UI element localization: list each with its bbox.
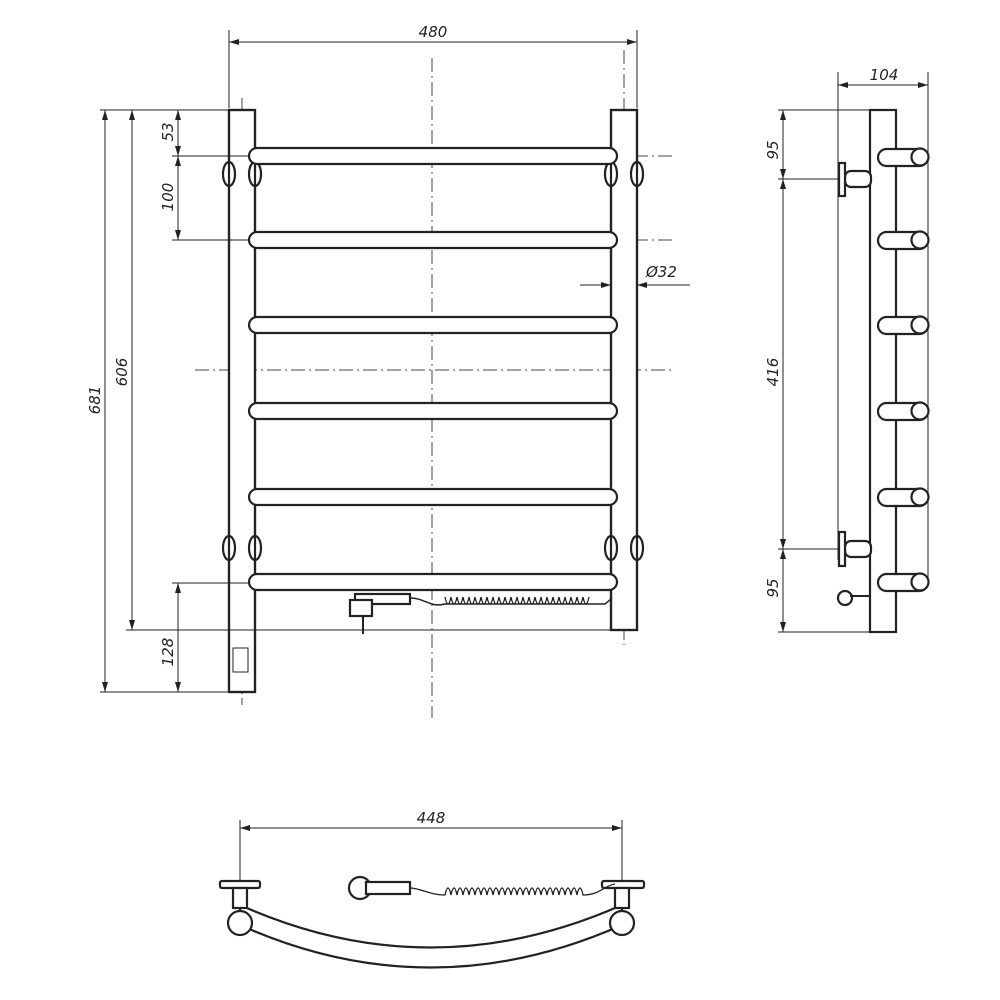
dim-height-606: 606 <box>113 358 131 387</box>
dim-width-448: 448 <box>417 809 446 827</box>
crossbar <box>247 230 619 250</box>
top-power-cord <box>347 875 616 901</box>
dim-top-bracket-95: 95 <box>764 140 782 159</box>
dim-bottom-offset-128: 128 <box>159 638 177 667</box>
dim-depth-104: 104 <box>870 66 899 84</box>
dim-width-480: 480 <box>419 23 448 41</box>
front-dimensions: 480 681 606 53 100 128 Ø32 <box>86 23 690 693</box>
crossbar <box>247 487 619 507</box>
right-post-section <box>608 909 636 937</box>
left-post-section <box>226 909 254 937</box>
dim-top-offset-53: 53 <box>159 122 177 141</box>
dim-diameter-32: Ø32 <box>645 263 677 281</box>
crossbar <box>247 146 619 166</box>
side-post <box>868 108 898 634</box>
crossbar <box>247 315 619 335</box>
side-dimensions: 104 95 416 95 <box>764 66 929 633</box>
crossbar <box>247 572 619 592</box>
dim-bar-pitch-100: 100 <box>159 183 177 212</box>
side-view: 104 95 416 95 <box>764 66 930 634</box>
front-view: 480 681 606 53 100 128 Ø32 <box>86 23 690 718</box>
side-wall-brackets <box>836 161 873 607</box>
heater-switch <box>232 647 249 673</box>
dim-bracket-spacing-416: 416 <box>764 358 782 387</box>
wall-brackets <box>221 108 645 694</box>
crossbar <box>247 401 619 421</box>
dim-bottom-bracket-95: 95 <box>764 578 782 597</box>
curved-bar <box>238 903 624 969</box>
left-post <box>227 108 257 694</box>
top-view: 448 <box>218 809 646 969</box>
crossbars <box>247 146 619 592</box>
power-cord <box>348 592 613 634</box>
dim-height-681: 681 <box>86 386 104 415</box>
